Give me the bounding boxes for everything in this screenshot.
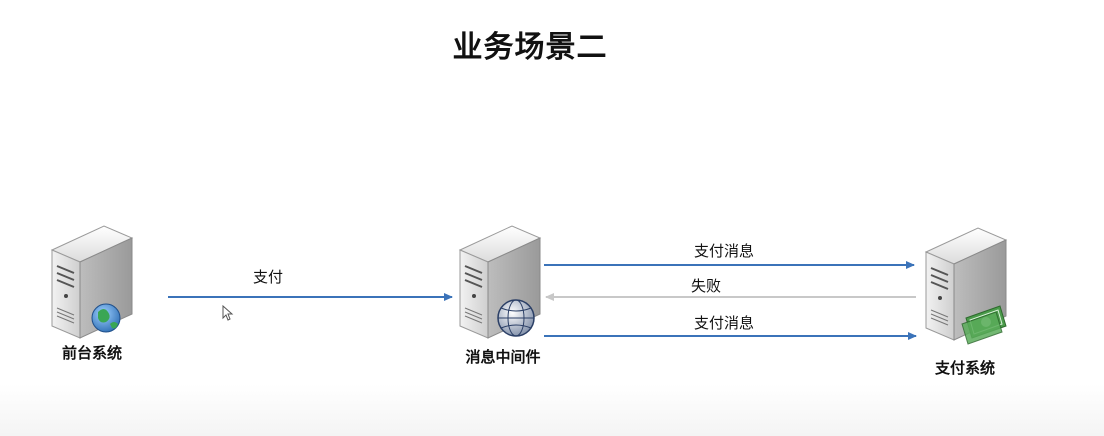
middleware-server (458, 225, 542, 339)
page-title: 业务场景二 (452, 30, 608, 65)
edge-label-fail: 失败 (690, 277, 721, 295)
edge-label-pay: 支付 (252, 268, 283, 286)
edge-label-pay-msg-1: 支付消息 (693, 242, 754, 260)
server-globe-icon (50, 225, 134, 339)
server-network-icon (458, 225, 542, 339)
server-money-icon (924, 227, 1008, 345)
payment-server (924, 227, 1008, 345)
frontend-server (50, 225, 134, 339)
mouse-pointer-icon (222, 305, 234, 321)
node-label-payment: 支付系统 (934, 359, 995, 377)
node-label-frontend: 前台系统 (61, 344, 122, 362)
edge-label-pay-msg-2: 支付消息 (693, 314, 754, 332)
node-label-middleware: 消息中间件 (465, 348, 541, 366)
